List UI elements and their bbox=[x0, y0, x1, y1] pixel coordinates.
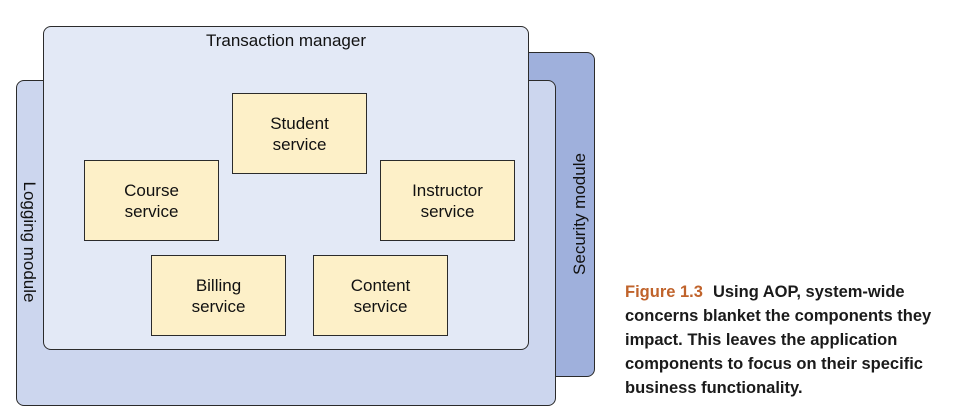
instructor-service-label: Instructor service bbox=[412, 180, 483, 221]
security-module-label: Security module bbox=[570, 153, 589, 275]
student-service-box: Student service bbox=[232, 93, 367, 174]
figure-number: Figure 1.3 bbox=[625, 283, 703, 301]
content-service-label: Content service bbox=[350, 275, 411, 316]
logging-module-label: Logging module bbox=[20, 181, 39, 303]
course-service-label: Course service bbox=[124, 180, 179, 221]
content-service-box: Content service bbox=[313, 255, 448, 336]
billing-service-box: Billing service bbox=[151, 255, 286, 336]
student-service-label: Student service bbox=[270, 113, 329, 154]
billing-service-label: Billing service bbox=[191, 275, 246, 316]
course-service-box: Course service bbox=[84, 160, 219, 241]
instructor-service-box: Instructor service bbox=[380, 160, 515, 241]
caption-text: Using AOP, system-wide concerns blanket … bbox=[625, 283, 932, 397]
transaction-manager-label: Transaction manager bbox=[205, 31, 366, 50]
